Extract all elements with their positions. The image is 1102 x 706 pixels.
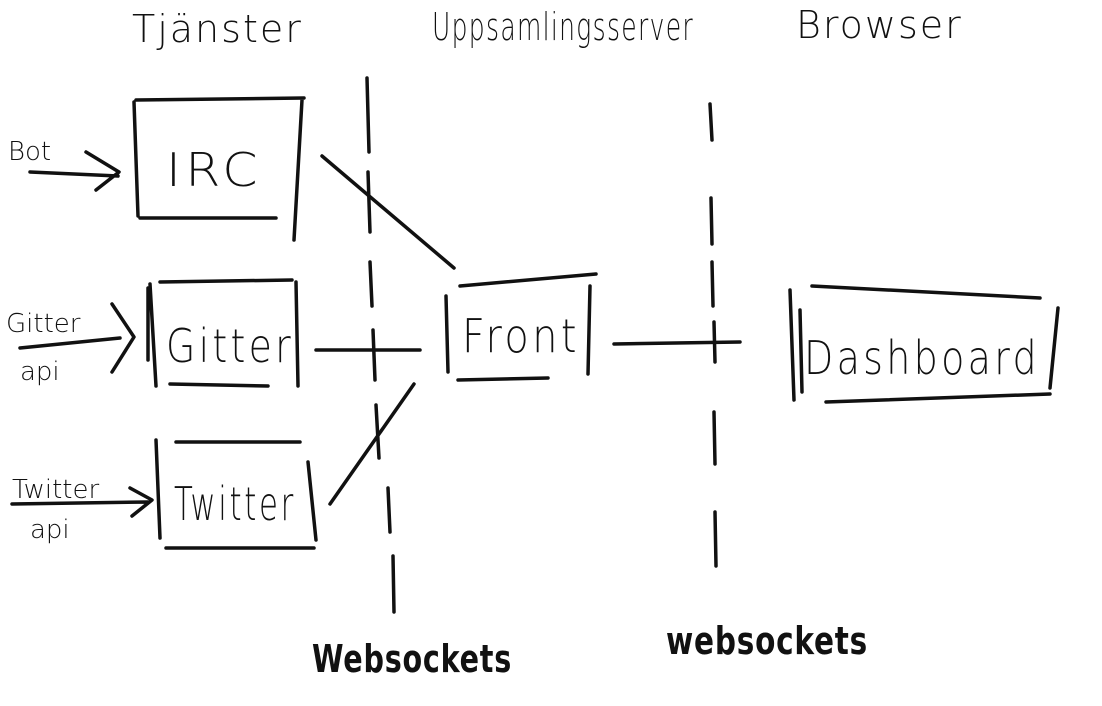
input-label-gitter-api-line2: api <box>20 357 60 387</box>
connection-twitter-to-front <box>328 382 416 506</box>
input-label-twitter-api-line1: Twitter <box>12 475 99 505</box>
divider-right <box>708 102 718 568</box>
connection-irc-to-front <box>320 154 456 270</box>
box-dashboard: Dashboard <box>788 284 1060 404</box>
input-label-gitter-api-line1: Gitter <box>6 309 81 339</box>
arrow-twitter-api-to-twitter <box>10 486 154 518</box>
connection-front-to-dashboard <box>612 340 742 346</box>
column-header-services: Tjänster <box>132 7 303 51</box>
box-front: Front <box>444 272 598 382</box>
input-label-twitter-api-line2: api <box>30 515 70 545</box>
arrow-gitter-api-to-gitter <box>18 302 136 374</box>
box-dashboard-label: Dashboard <box>804 331 1040 385</box>
arrow-bot-to-irc <box>28 150 121 192</box>
protocol-label-left: Websockets <box>312 637 512 681</box>
column-header-browser: Browser <box>796 3 963 47</box>
divider-left <box>365 76 396 614</box>
input-label-bot: Bot <box>8 137 51 167</box>
box-gitter-label: Gitter <box>166 319 294 373</box>
box-irc-label: IRC <box>166 143 262 197</box>
box-gitter: Gitter <box>146 278 300 388</box>
column-header-collector: Uppsamlingsserver <box>432 5 694 49</box>
protocol-label-right: websockets <box>666 619 868 663</box>
box-twitter: Twitter <box>154 438 318 550</box>
box-twitter-label: Twitter <box>174 477 296 531</box>
box-irc: IRC <box>132 96 306 242</box>
box-front-label: Front <box>462 309 580 363</box>
